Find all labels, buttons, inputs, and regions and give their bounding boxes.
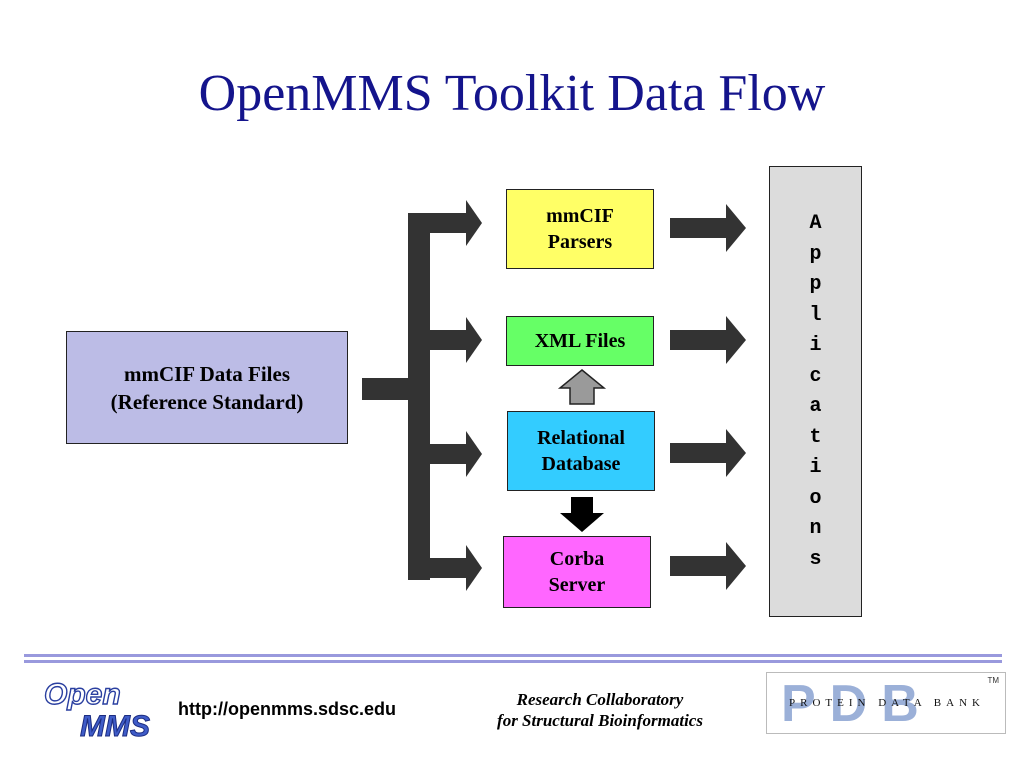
apps-letter: i [809, 456, 822, 479]
openmms-logo: Open MMS [43, 677, 150, 742]
apps-letter: n [809, 517, 822, 540]
source-label-line2: (Reference Standard) [110, 389, 304, 414]
apps-letter: t [809, 425, 822, 449]
apps-letter: p [809, 242, 822, 266]
footer-rule-top [24, 654, 1002, 657]
arrow-to-rdb [430, 431, 482, 477]
parsers-label-line2: Parsers [547, 231, 613, 253]
corba-label-line2: Server [548, 574, 606, 596]
arrow-xml-to-apps [670, 316, 746, 364]
parsers-box: mmCIF Parsers [506, 189, 654, 269]
apps-letter: A [809, 212, 822, 235]
site-url-link[interactable]: http://openmms.sdsc.edu [178, 699, 397, 719]
rdb-label-line1: Relational [537, 427, 625, 449]
pdb-logo: PDB PROTEIN DATA BANK TM [766, 672, 1006, 734]
apps-letter: i [809, 334, 822, 357]
organization-line1: Research Collaboratory [516, 690, 684, 709]
arrow-to-corba [408, 545, 482, 591]
arrow-rdb-to-xml [557, 369, 607, 405]
organization-name: Research Collaboratory for Structural Bi… [440, 689, 760, 731]
flow-arrows [362, 200, 746, 591]
pdb-logo-letters: PDB [781, 675, 933, 733]
rdb-label-line2: Database [541, 453, 621, 475]
apps-letter: p [809, 273, 822, 296]
apps-letter: a [809, 395, 822, 418]
relational-database-box: Relational Database [507, 411, 655, 491]
apps-letter: s [809, 547, 822, 571]
trunk-connector [362, 378, 408, 400]
source-box: mmCIF Data Files (Reference Standard) [66, 331, 348, 444]
logo-open-word: Open [44, 678, 121, 711]
arrow-to-parsers [408, 200, 482, 246]
page-title: OpenMMS Toolkit Data Flow [198, 65, 826, 122]
organization-line2: for Structural Bioinformatics [497, 711, 703, 730]
logo-mms-word: MMS [80, 710, 150, 742]
xml-files-box: XML Files [506, 316, 654, 366]
trunk-vertical [408, 220, 430, 580]
arrow-rdb-to-corba [560, 497, 604, 532]
corba-server-box: Corba Server [503, 536, 651, 608]
arrow-corba-to-apps [670, 542, 746, 590]
apps-letter: l [809, 303, 822, 327]
apps-letter: o [809, 486, 822, 510]
applications-box: A p p l i c a t i o n s [769, 166, 862, 617]
arrow-to-xml [430, 317, 482, 363]
xml-label: XML Files [534, 330, 626, 352]
pdb-logo-trademark: TM [987, 676, 999, 685]
parsers-label-line1: mmCIF [546, 205, 614, 227]
source-label-line1: mmCIF Data Files [123, 361, 291, 386]
pdb-logo-subtitle: PROTEIN DATA BANK [789, 697, 985, 709]
arrow-rdb-to-apps [670, 429, 746, 477]
footer-rule-bottom [24, 660, 1002, 663]
corba-label-line1: Corba [549, 548, 605, 570]
apps-letter: c [809, 364, 822, 388]
arrow-parsers-to-apps [670, 204, 746, 252]
